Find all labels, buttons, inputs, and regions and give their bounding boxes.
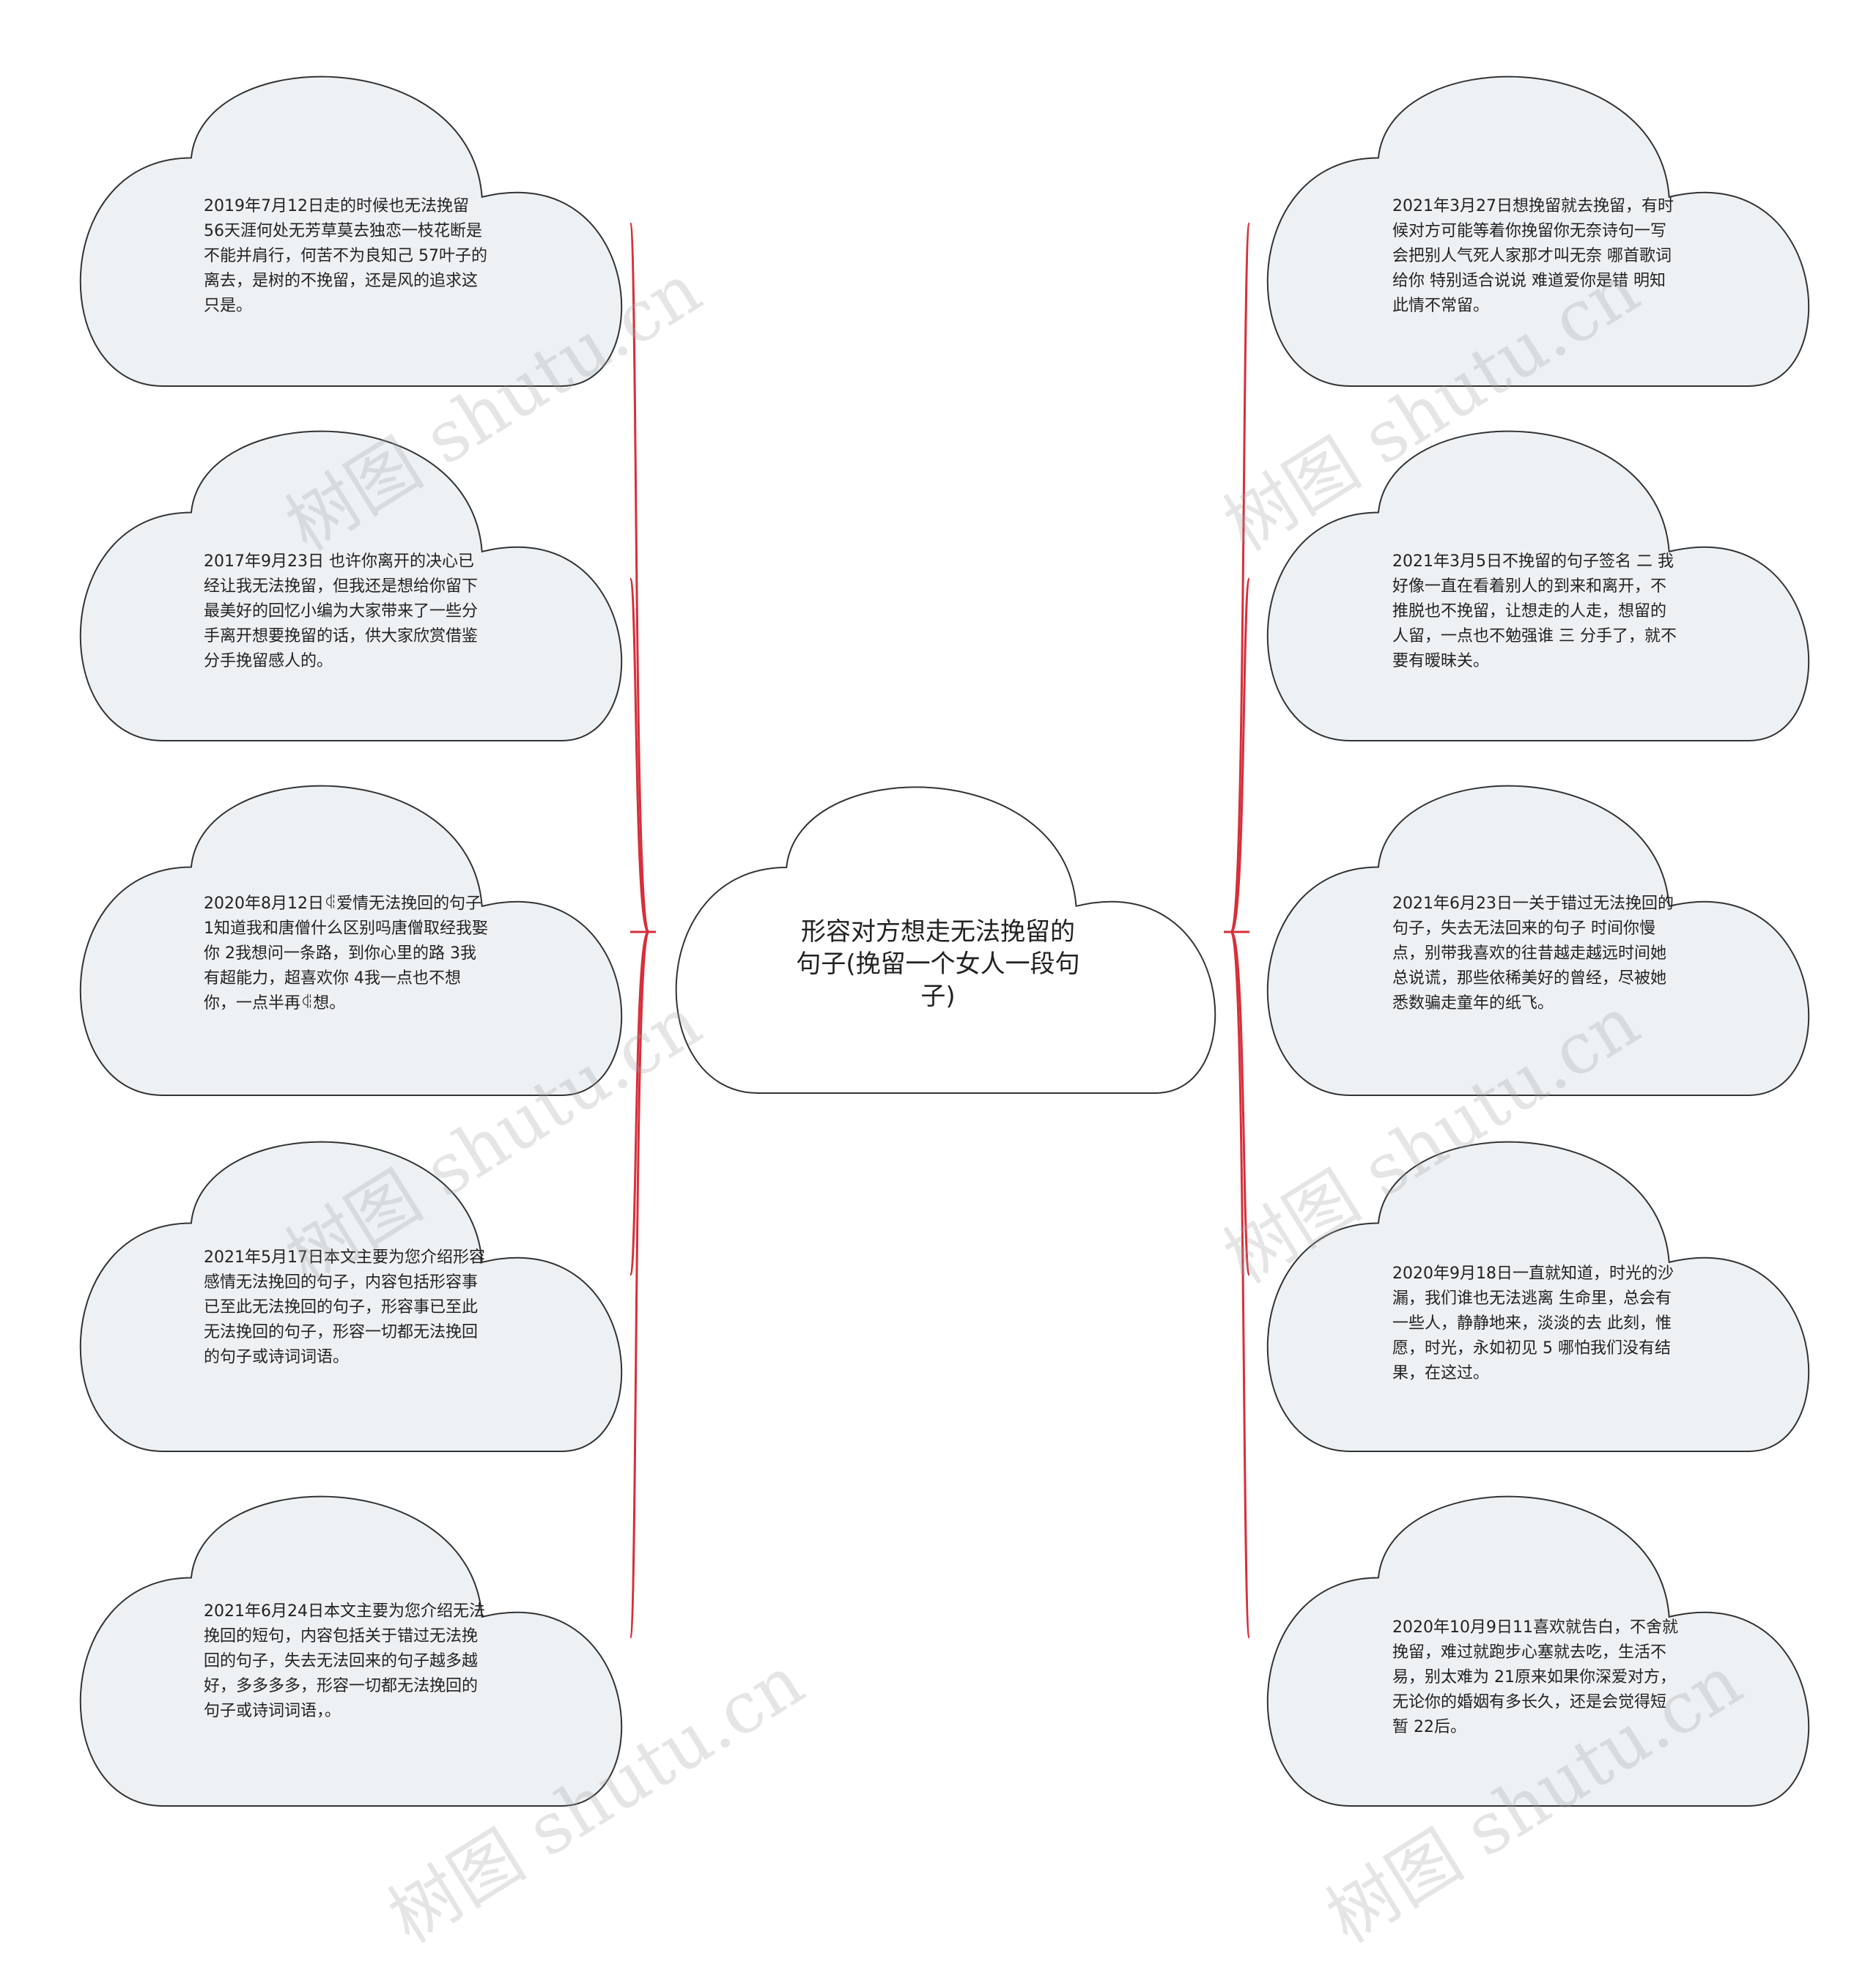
left-cloud-node-4[interactable] [79, 1141, 623, 1452]
connector-right-2 [1224, 577, 1251, 933]
right-node-4-text: 2020年9月18日一直就知道，时光的沙漏，我们谁也无法逃离 生命里，总会有一些… [1392, 1265, 1674, 1382]
connector-right-1 [1224, 222, 1251, 933]
mind-map-canvas [79, 75, 1810, 1807]
left-cloud-node-2[interactable] [79, 430, 623, 741]
connector-left-5 [629, 930, 656, 1639]
left-node-4-text: 2021年5月17日本文主要为您介绍形容感情无法挽回的句子，内容包括形容事已至此… [204, 1248, 485, 1366]
right-cloud-node-5[interactable] [1266, 1495, 1810, 1807]
right-node-5-text: 2020年10月9日11喜欢就告白，不舍就挽留，难过就跑步心塞就去吃，生活不易，… [1392, 1618, 1678, 1736]
right-node-2-text: 2021年3月5日不挽留的句子签名 二 我好像一直在看着别人的到来和离开，不推脱… [1392, 552, 1677, 670]
right-cloud-node-2[interactable] [1266, 430, 1810, 741]
connector-left-1 [629, 222, 656, 933]
left-cloud-node-1[interactable] [79, 75, 623, 387]
left-cloud-node-3[interactable] [79, 785, 623, 1096]
connector-lines [629, 222, 1251, 1639]
cloud-nodes [79, 75, 1810, 1807]
connector-left-2 [629, 577, 656, 933]
connector-right-5 [1224, 930, 1251, 1639]
right-cloud-node-1[interactable] [1266, 75, 1810, 387]
right-cloud-node-4[interactable] [1266, 1141, 1810, 1452]
right-node-1-text: 2021年3月27日想挽留就去挽留，有时候对方可能等着你挽留你无奈诗句一写会把别… [1392, 197, 1674, 315]
central-topic[interactable]: 形容对方想走无法挽留的句子(挽留一个女人一段句子) [796, 917, 1080, 1011]
left-node-2-text: 2017年9月23日 也许你离开的决心已经让我无法挽留，但我还是想给你留下最美好… [204, 552, 479, 670]
right-node-3-text: 2021年6月23日一关于错过无法挽回的句子，失去无法回来的句子 时间你慢点，别… [1392, 895, 1674, 1013]
left-node-3-text: 2020年8月12日ꆠ爱情无法挽回的句子 1知道我和唐僧什么区别吗唐僧取经我娶你… [204, 895, 488, 1013]
right-cloud-node-3[interactable] [1266, 785, 1810, 1096]
central-cloud-node[interactable] [675, 786, 1216, 1094]
left-node-1-text: 2019年7月12日走的时候也无法挽留 56天涯何处无芳草莫去独恋一枝花断是不能… [204, 197, 487, 315]
left-cloud-node-5[interactable] [79, 1495, 623, 1807]
left-node-5-text: 2021年6月24日本文主要为您介绍无法挽回的短句，内容包括关于错过无法挽回的句… [204, 1602, 485, 1720]
